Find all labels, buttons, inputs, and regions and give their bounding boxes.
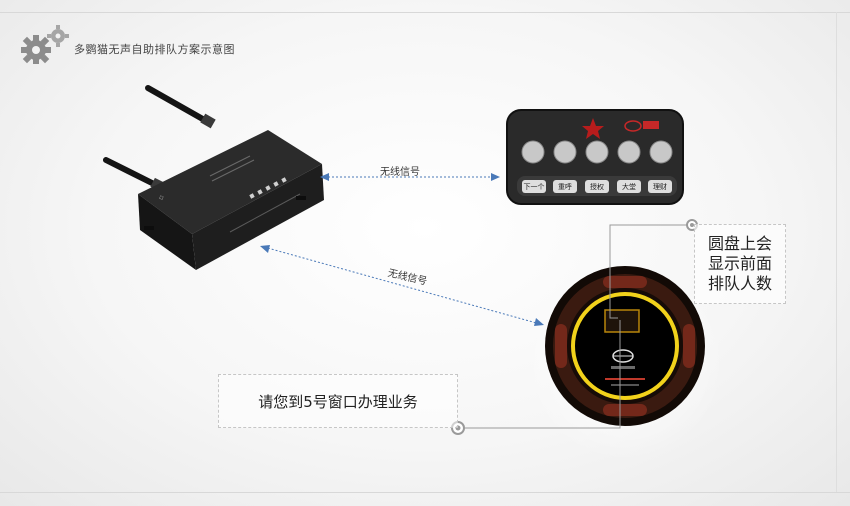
frame-top-line xyxy=(0,12,850,13)
arrow-right-icon xyxy=(491,173,500,181)
frame-right-line xyxy=(836,12,837,492)
gears-icon xyxy=(21,25,69,64)
wireless-signal-label: 无线信号 xyxy=(386,267,429,288)
annotation-line: 排队人数 xyxy=(707,274,772,293)
voice-prompt-callout: 请您到5号窗口办理业务 xyxy=(218,374,458,428)
annotation-line: 显示前面 xyxy=(707,254,772,273)
keypad-key-label: 理财 xyxy=(653,182,667,191)
queue-info-annotation: 圆盘上会 显示前面 排队人数 xyxy=(694,224,786,304)
wireless-router-device: ◇ xyxy=(103,85,324,270)
annotation-line: 圆盘上会 xyxy=(707,234,772,253)
keypad-key-label: 重呼 xyxy=(558,182,572,191)
keypad-key-label: 大堂 xyxy=(622,182,636,191)
callout-text: 请您到5号窗口办理业务 xyxy=(258,392,418,411)
keypad-key-label: 授权 xyxy=(590,182,604,191)
frame-bottom-line xyxy=(0,492,850,493)
keypad-key-label: 下一个 xyxy=(523,182,545,191)
wireless-signal-label: 无线信号 xyxy=(380,167,420,178)
calling-keypad-device xyxy=(506,109,684,205)
diagram-title: 多鹦猫无声自助排队方案示意图 xyxy=(74,43,235,56)
svg-text:◇: ◇ xyxy=(158,193,166,201)
